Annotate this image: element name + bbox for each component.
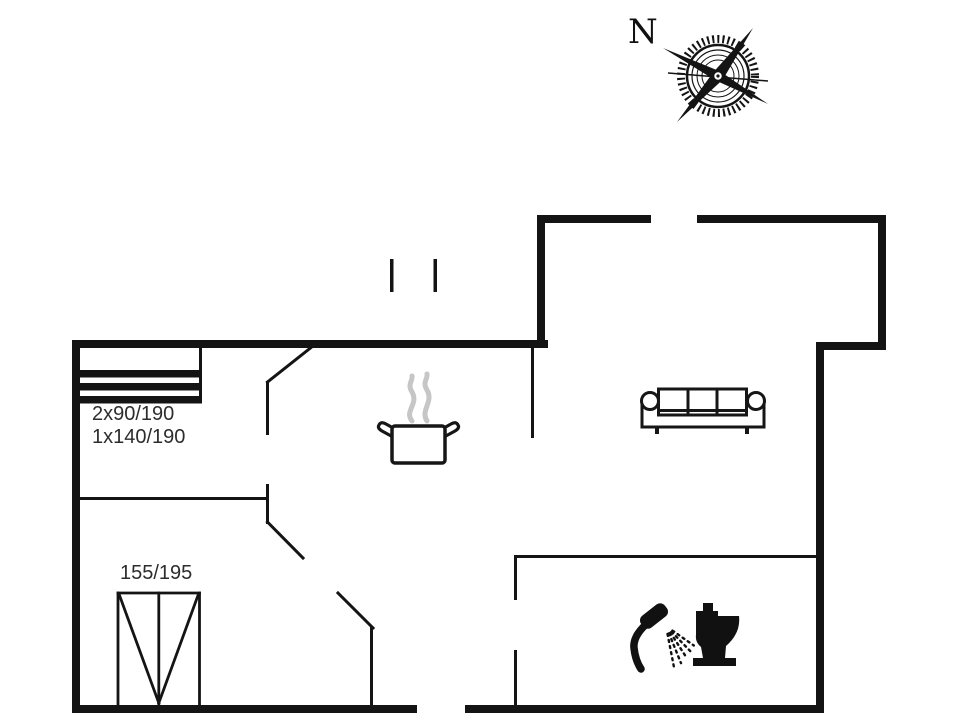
exterior-walls — [72, 215, 886, 713]
bunk-beds-icon — [80, 348, 202, 404]
double-bed-icon — [116, 591, 201, 707]
interior-angled-walls — [265, 343, 376, 631]
shower-icon — [630, 603, 695, 673]
bed-size-label-bottom-left: 155/195 — [120, 562, 193, 584]
compass-rose-icon — [663, 28, 769, 122]
bed-size-label-top-left-2: 1x140/190 — [92, 426, 186, 448]
interior-walls — [80, 348, 816, 705]
north-label: N — [628, 12, 658, 52]
bed-size-label-top-left-1: 2x90/190 — [92, 403, 175, 425]
steaming-pot-icon — [376, 371, 461, 465]
toilet-icon — [693, 603, 740, 666]
window-ticks-icon — [390, 259, 437, 292]
sofa-icon — [640, 387, 766, 434]
